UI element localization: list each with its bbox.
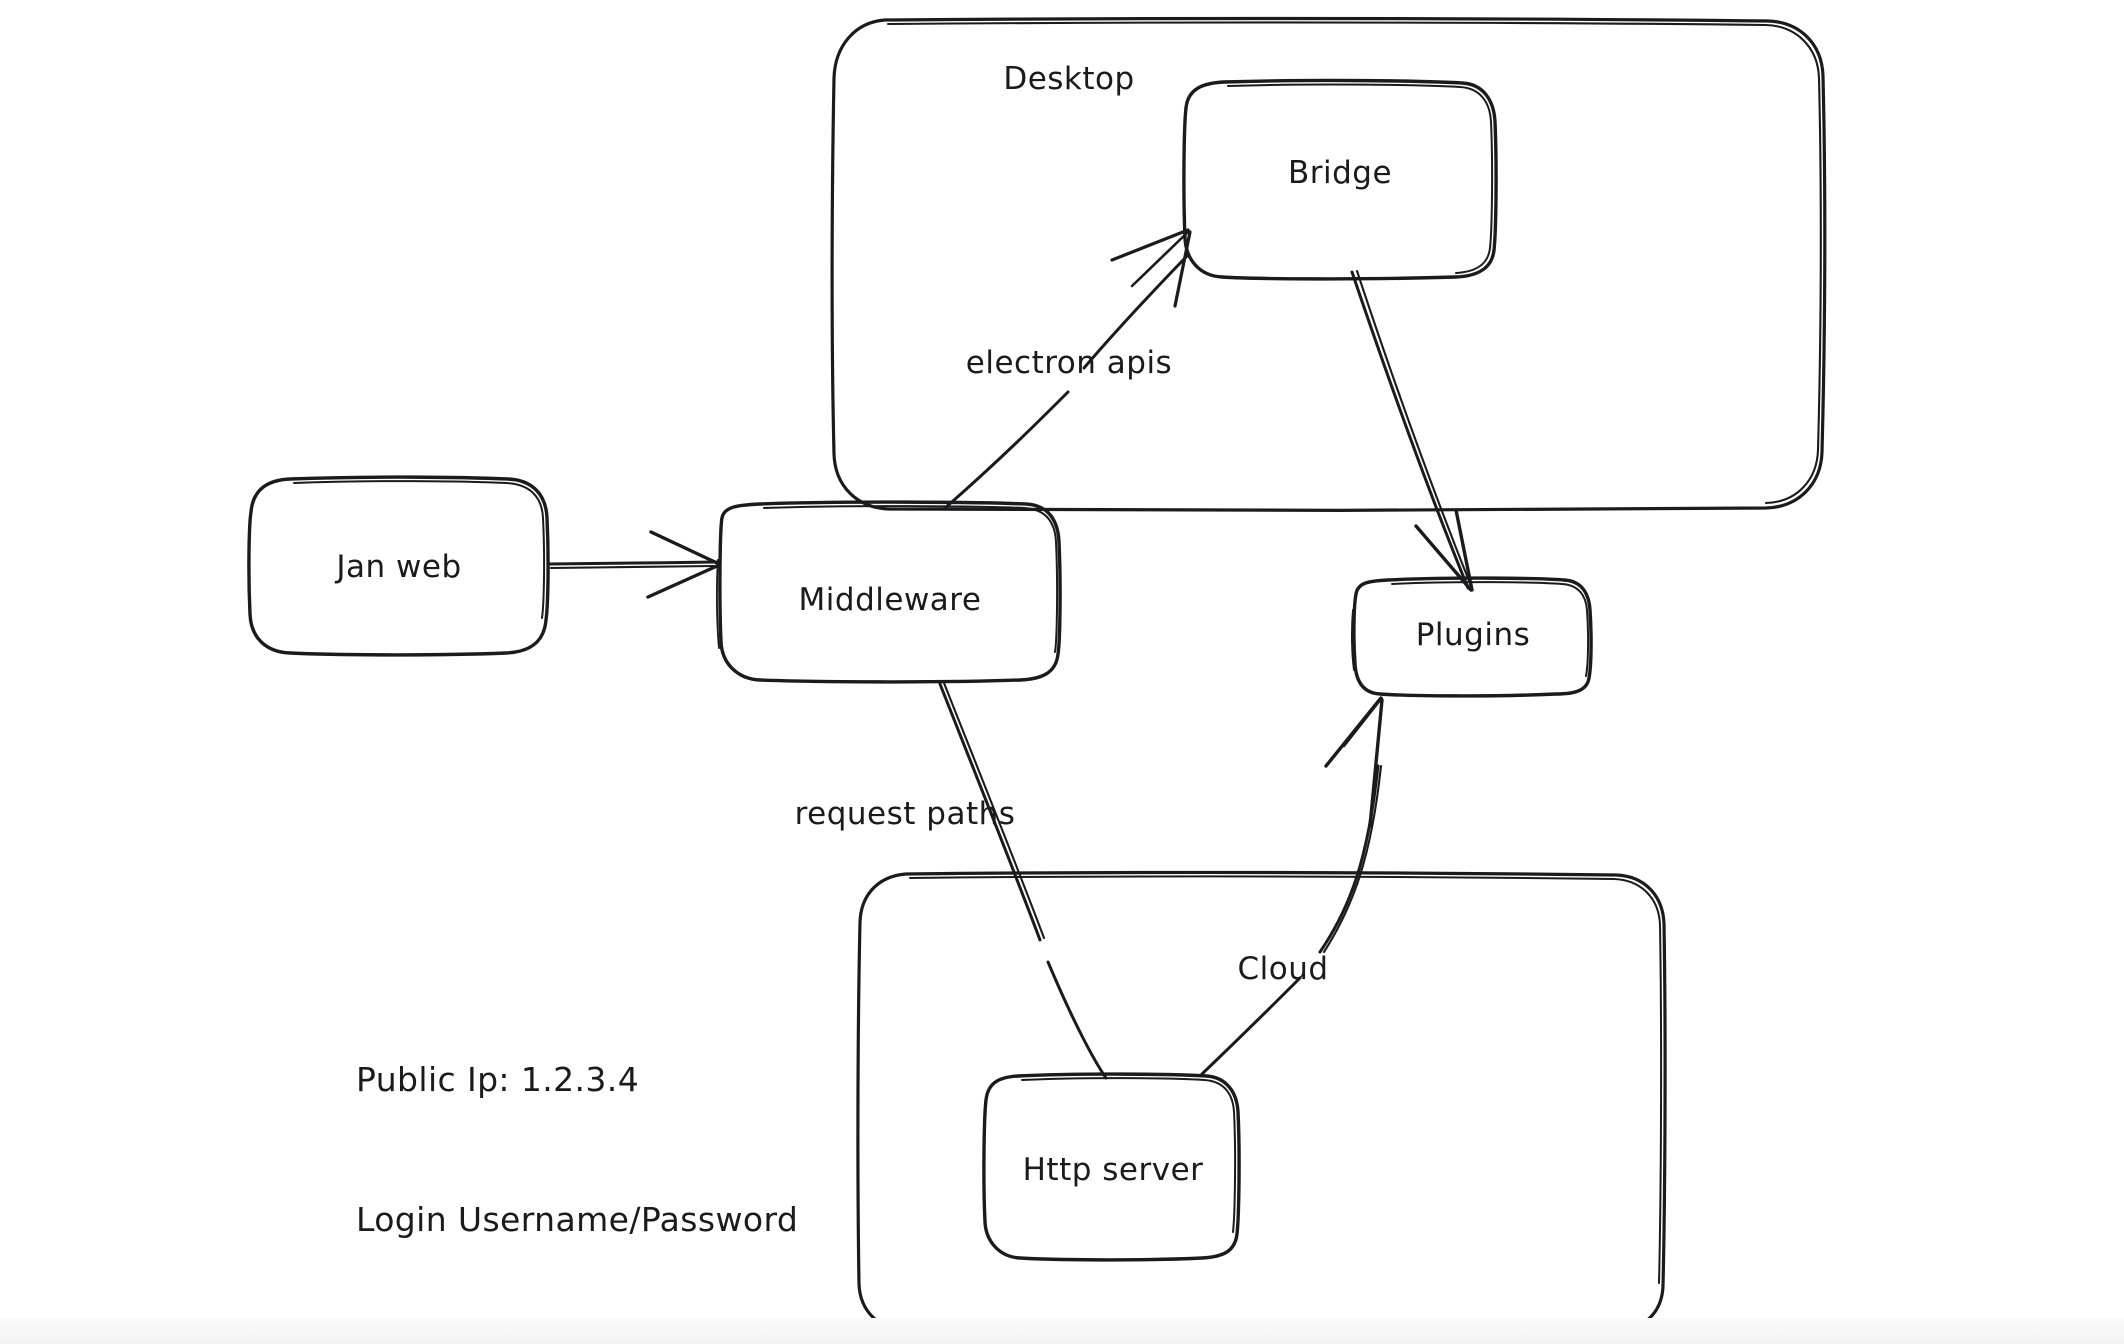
edge-jan-web-to-middleware [547, 530, 719, 599]
edge-middleware-to-http-server [938, 681, 1108, 1080]
note-line-login: Login Username/Password [356, 1200, 799, 1240]
node-http-server[interactable] [982, 1072, 1241, 1262]
edge-http-server-to-plugins [1200, 696, 1384, 1076]
group-desktop [830, 16, 1827, 512]
note-line-public-ip: Public Ip: 1.2.3.4 [356, 1059, 640, 1099]
node-jan-web[interactable] [247, 475, 550, 657]
edge-middleware-to-bridge [943, 228, 1192, 510]
note-connection-info: Public Ip: 1.2.3.4 Login Username/Passwo… [356, 963, 798, 1338]
node-plugins[interactable] [1350, 576, 1593, 698]
node-bridge[interactable] [1182, 78, 1498, 281]
edge-bridge-to-plugins [1350, 269, 1474, 592]
bottom-edge-strip [0, 1318, 2124, 1344]
node-middleware[interactable] [715, 500, 1062, 684]
group-cloud [856, 870, 1667, 1335]
